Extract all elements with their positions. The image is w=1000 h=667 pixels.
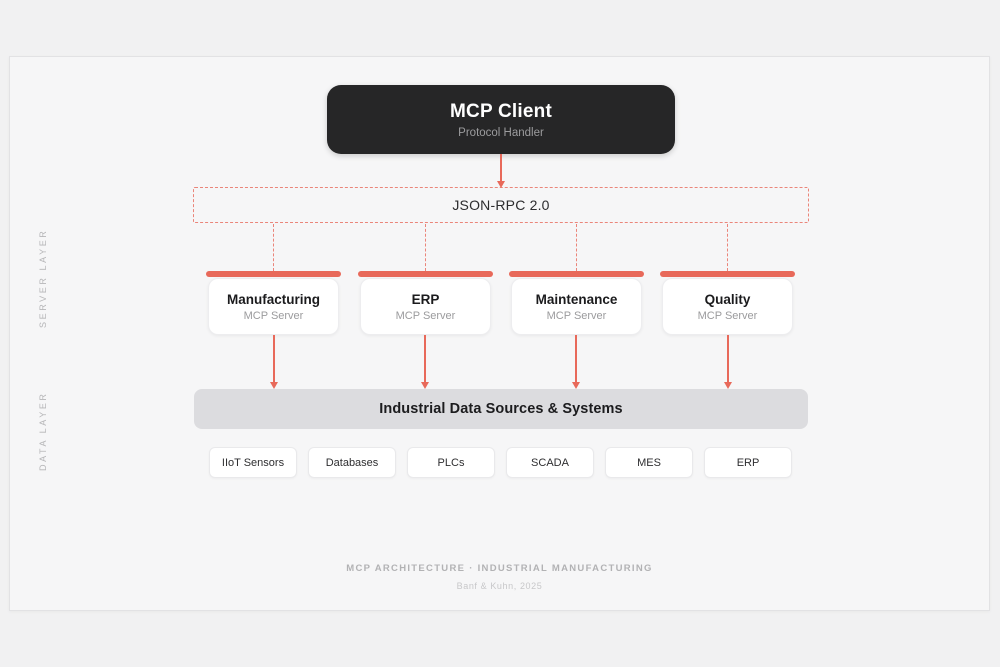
server-node-manufacturing: Manufacturing MCP Server — [208, 278, 339, 335]
server-accent-bar — [358, 271, 493, 277]
source-chip-erp: ERP — [704, 447, 792, 478]
server-node-title: Quality — [704, 291, 751, 307]
mcp-client-subtitle: Protocol Handler — [458, 126, 544, 139]
source-chips-row: IIoT Sensors Databases PLCs SCADA MES ER… — [209, 447, 792, 478]
protocol-box: JSON-RPC 2.0 — [193, 187, 809, 223]
data-sources-title: Industrial Data Sources & Systems — [379, 401, 623, 417]
arrow-server-to-data — [273, 335, 275, 382]
footer-title: MCP ARCHITECTURE · INDUSTRIAL MANUFACTUR… — [346, 563, 653, 574]
arrow-server-to-data — [424, 335, 426, 382]
server-layer-label: SERVER LAYER — [38, 228, 48, 328]
dashed-connector — [273, 224, 274, 271]
dashed-connector — [576, 224, 577, 271]
server-accent-bar — [509, 271, 644, 277]
source-chip-plcs: PLCs — [407, 447, 495, 478]
source-chip-mes: MES — [605, 447, 693, 478]
source-chip-scada: SCADA — [506, 447, 594, 478]
mcp-client-node: MCP Client Protocol Handler — [327, 85, 675, 154]
mcp-client-title: MCP Client — [450, 100, 552, 122]
protocol-label: JSON-RPC 2.0 — [452, 197, 550, 213]
arrow-server-to-data — [727, 335, 729, 382]
server-node-maintenance: Maintenance MCP Server — [511, 278, 642, 335]
server-node-subtitle: MCP Server — [243, 309, 304, 322]
server-node-title: Manufacturing — [227, 291, 320, 307]
arrow-client-to-protocol — [500, 154, 502, 181]
dashed-connector — [425, 224, 426, 271]
server-accent-bar — [206, 271, 341, 277]
server-node-title: ERP — [411, 291, 440, 307]
data-layer-label: DATA LAYER — [38, 391, 48, 471]
server-node-subtitle: MCP Server — [546, 309, 607, 322]
server-accent-bar — [660, 271, 795, 277]
source-chip-iiot-sensors: IIoT Sensors — [209, 447, 297, 478]
arrow-server-to-data — [575, 335, 577, 382]
dashed-connector — [727, 224, 728, 271]
diagram-card: SERVER LAYER DATA LAYER MCP Client Proto… — [9, 56, 990, 611]
server-node-erp: ERP MCP Server — [360, 278, 491, 335]
data-sources-box: Industrial Data Sources & Systems — [194, 389, 808, 429]
source-chip-databases: Databases — [308, 447, 396, 478]
server-node-quality: Quality MCP Server — [662, 278, 793, 335]
server-node-title: Maintenance — [535, 291, 618, 307]
footer-credit: Banf & Kuhn, 2025 — [456, 581, 543, 591]
server-node-subtitle: MCP Server — [697, 309, 758, 322]
server-node-subtitle: MCP Server — [395, 309, 456, 322]
